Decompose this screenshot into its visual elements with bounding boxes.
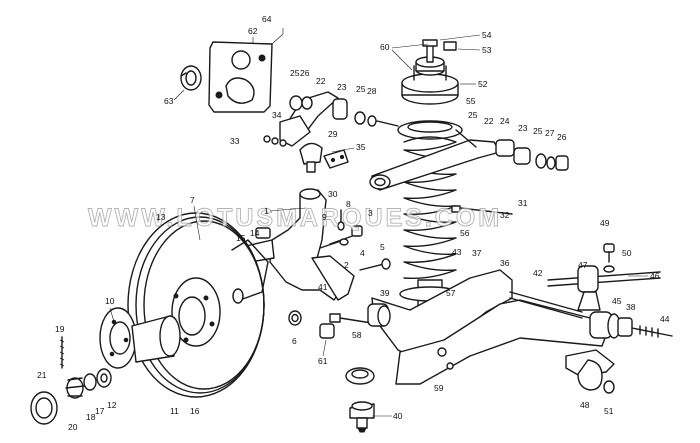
callout-44: 44 — [660, 314, 670, 324]
callout-26a: 26 — [300, 68, 310, 78]
callout-17: 17 — [95, 406, 105, 416]
mounting-plate — [208, 28, 284, 113]
callout-48: 48 — [580, 400, 590, 410]
callout-23a: 23 — [337, 82, 347, 92]
callout-41: 41 — [318, 282, 328, 292]
callout-38: 38 — [626, 302, 636, 312]
callout-32: 32 — [500, 210, 510, 220]
callout-35: 35 — [356, 142, 366, 152]
callout-47: 47 — [578, 260, 588, 270]
callout-29: 29 — [328, 129, 338, 139]
callout-23b: 23 — [518, 123, 528, 133]
callout-46: 46 — [650, 271, 660, 281]
callout-59: 59 — [434, 383, 444, 393]
callout-21: 21 — [37, 370, 47, 380]
upper-wishbone-left — [263, 91, 399, 147]
upper-ball-joint — [299, 142, 349, 173]
upper-wishbone-right — [369, 129, 569, 215]
callout-3: 3 — [368, 208, 373, 218]
callout-62: 62 — [248, 26, 258, 36]
callout-58: 58 — [352, 330, 362, 340]
callout-49: 49 — [600, 218, 610, 228]
callout-27: 27 — [545, 128, 555, 138]
callout-26b: 26 — [557, 132, 567, 142]
callout-42: 42 — [533, 268, 543, 278]
callout-12: 12 — [107, 400, 117, 410]
callout-11: 11 — [170, 406, 179, 416]
callout-25b: 25 — [356, 84, 366, 94]
callout-51: 51 — [604, 406, 614, 416]
callout-30: 30 — [328, 189, 338, 199]
callout-37: 37 — [472, 248, 482, 258]
callout-16: 16 — [190, 406, 200, 416]
callout-9: 9 — [322, 212, 327, 222]
callout-7: 7 — [190, 195, 195, 205]
callout-25d: 25 — [533, 126, 543, 136]
spring-seat-upper — [397, 120, 463, 140]
callout-5: 5 — [380, 242, 385, 252]
callout-6: 6 — [292, 336, 297, 346]
callout-39: 39 — [380, 288, 390, 298]
callout-61: 61 — [318, 356, 328, 366]
part-number-callouts: 1 2 3 4 5 6 7 8 9 10 11 12 13 14 15 16 1… — [37, 14, 670, 432]
callout-24: 24 — [500, 116, 510, 126]
upright-bolts — [288, 209, 391, 339]
callout-36: 36 — [500, 258, 510, 268]
lower-ball-joint — [349, 401, 375, 433]
callout-50: 50 — [622, 248, 632, 258]
callout-60: 60 — [380, 42, 390, 52]
callout-14: 14 — [250, 228, 260, 238]
callout-55: 55 — [466, 96, 476, 106]
callout-31: 31 — [518, 198, 528, 208]
callout-53: 53 — [482, 45, 492, 55]
callout-52: 52 — [478, 79, 488, 89]
callout-64: 64 — [262, 14, 272, 24]
callout-8: 8 — [346, 199, 351, 209]
callout-10: 10 — [105, 296, 115, 306]
callout-63: 63 — [164, 96, 174, 106]
callout-1: 1 — [264, 206, 269, 216]
brake-disc — [127, 212, 269, 398]
callout-33: 33 — [230, 136, 240, 146]
callout-22a: 22 — [316, 76, 326, 86]
callout-54: 54 — [482, 30, 492, 40]
callout-28: 28 — [367, 86, 377, 96]
callout-34: 34 — [272, 110, 282, 120]
callout-4: 4 — [360, 248, 365, 258]
top-mount — [401, 39, 459, 105]
callout-18: 18 — [86, 412, 96, 422]
callout-13: 13 — [156, 212, 166, 222]
clamp-bracket — [565, 243, 615, 394]
lower-wishbone — [345, 269, 673, 385]
callout-22b: 22 — [484, 116, 494, 126]
anti-roll-bar — [509, 265, 661, 319]
callout-45: 45 — [612, 296, 622, 306]
rubber-bush — [180, 65, 202, 91]
hub-assembly — [30, 307, 181, 425]
callout-25c: 25 — [468, 110, 478, 120]
watermark: WWW.LOTUSMARQUES.COM — [88, 204, 502, 232]
callout-15: 15 — [236, 233, 246, 243]
callout-40: 40 — [393, 411, 403, 421]
callout-57: 57 — [446, 288, 456, 298]
callout-20: 20 — [68, 422, 78, 432]
callout-56: 56 — [460, 228, 470, 238]
callout-25a: 25 — [290, 68, 300, 78]
callout-43: 43 — [452, 247, 462, 257]
callout-19: 19 — [55, 324, 65, 334]
callout-2: 2 — [344, 260, 349, 270]
